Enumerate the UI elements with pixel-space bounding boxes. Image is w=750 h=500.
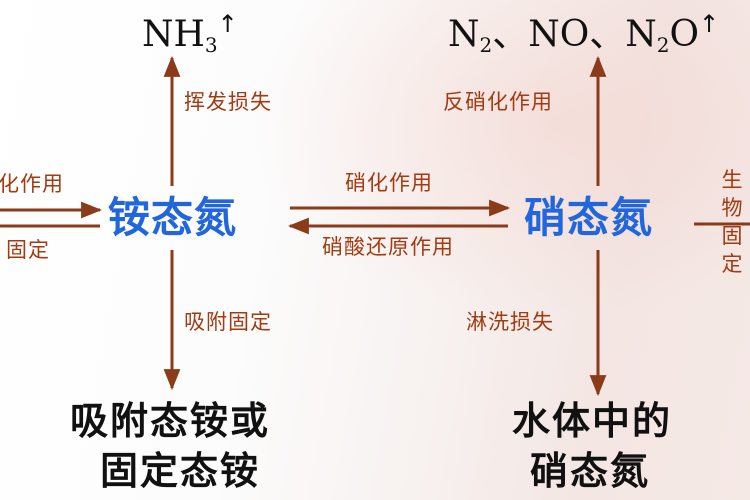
- label-nitrification: 硝化作用: [345, 171, 433, 195]
- node-nitrate-nitrogen: 硝态氮: [524, 193, 654, 242]
- label-volatilization: 挥发损失: [184, 90, 272, 114]
- node-ammonium-nitrogen: 铵态氮: [108, 193, 238, 242]
- background-glow: [240, 0, 750, 320]
- bottom-right-line2: 硝态氮: [530, 449, 651, 493]
- bottom-right-line1: 水体中的: [512, 399, 673, 443]
- label-denitrification: 反硝化作用: [443, 90, 553, 114]
- nh3-formula: NH3↑: [142, 10, 238, 57]
- bottom-left-line2: 固定态铵: [100, 449, 261, 493]
- bottom-left-line1: 吸附态铵或: [70, 399, 271, 443]
- up-arrow-icon: ↑: [217, 10, 238, 38]
- label-left-partial-top: 化作用: [0, 172, 64, 196]
- label-left-partial-bottom: 固定: [6, 238, 50, 262]
- label-nitrate-reduction: 硝酸还原作用: [322, 235, 454, 259]
- label-adsorption-fixation: 吸附固定: [184, 310, 272, 334]
- label-leaching: 淋洗损失: [466, 310, 554, 334]
- n-gases-formula: N2、NO、N2O↑: [448, 10, 720, 57]
- up-arrow-icon: ↑: [699, 10, 720, 38]
- label-bio-fixation: 生物固定: [721, 168, 743, 276]
